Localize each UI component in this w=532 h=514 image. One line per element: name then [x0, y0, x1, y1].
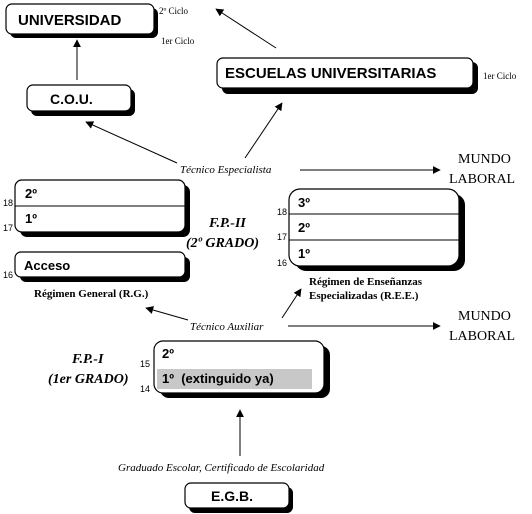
universidad-ciclo-bottom: 1er Ciclo: [161, 36, 195, 46]
fp1-box: 2º 1º (extinguido ya): [153, 340, 330, 398]
mundo-laboral-1-line1: MUNDO: [458, 152, 511, 167]
mundo-laboral-2-line1: MUNDO: [458, 309, 511, 324]
rg-caption: Régimen General (R.G.): [34, 288, 149, 300]
rg-row-2: 2º: [25, 186, 37, 201]
fp2-box: 3º 2º 1º: [288, 188, 465, 271]
universidad-ciclo-top: 2º Ciclo: [159, 6, 189, 16]
fp1-title-line1: F.P.-I: [71, 352, 104, 367]
fp1-row-2: 2º: [162, 346, 174, 361]
rg-row-1: 1º: [25, 211, 37, 226]
rg-age-18: 18: [3, 198, 13, 208]
fp2-age-16: 16: [277, 258, 287, 268]
mundo-laboral-2-line2: LABORAL: [449, 329, 515, 344]
cou-box: C.O.U.: [26, 84, 135, 116]
escuelas-label: ESCUELAS UNIVERSITARIAS: [225, 65, 436, 82]
arrow-te-to-cou: [85, 121, 178, 164]
arrow-ta-to-rg: [145, 306, 189, 321]
graduado-label: Graduado Escolar, Certificado de Escolar…: [118, 462, 325, 474]
cou-label: C.O.U.: [50, 91, 93, 107]
acceso-age: 16: [3, 270, 13, 280]
tecnico-auxiliar-label: Técnico Auxiliar: [190, 321, 264, 333]
fp2-row-1: 1º: [298, 246, 310, 261]
fp2-caption-line2: Especializadas (R.E.E.): [309, 290, 419, 302]
fp1-age-14: 14: [140, 384, 150, 394]
fp1-row-1: 1º (extinguido ya): [162, 371, 274, 386]
acceso-box: Acceso: [14, 251, 190, 282]
fp2-age-17: 17: [277, 232, 287, 242]
fp1-extinct-row: [157, 369, 312, 389]
tecnico-especialista-label: Técnico Especialista: [180, 164, 272, 176]
regimen-general-box: 2º 1º: [14, 179, 190, 237]
fp1-age-15: 15: [140, 359, 150, 369]
arrow-te-to-escuelas: [244, 102, 283, 159]
egb-box: E.G.B.: [184, 482, 293, 513]
rg-age-17: 17: [3, 223, 13, 233]
mundo-laboral-1-line2: LABORAL: [449, 172, 515, 187]
escuelas-ciclo: 1er Ciclo: [483, 71, 517, 81]
escuelas-box: ESCUELAS UNIVERSITARIAS: [216, 57, 478, 94]
fp2-title-line1: F.P.-II: [208, 216, 246, 231]
fp1-title-line2: (1er GRADO): [48, 372, 129, 387]
arrow-escuelas-to-universidad: [215, 8, 277, 49]
arrow-ta-to-ree: [281, 288, 302, 319]
fp2-row-3: 3º: [298, 195, 310, 210]
fp2-caption-line1: Régimen de Enseñanzas: [309, 276, 423, 288]
universidad-label: UNIVERSIDAD: [18, 12, 122, 29]
fp2-age-18: 18: [277, 207, 287, 217]
fp2-title-line2: (2º GRADO): [186, 236, 259, 251]
universidad-box: UNIVERSIDAD: [5, 3, 158, 38]
egb-label: E.G.B.: [211, 488, 253, 504]
acceso-label: Acceso: [24, 258, 70, 273]
fp2-row-2: 2º: [298, 220, 310, 235]
